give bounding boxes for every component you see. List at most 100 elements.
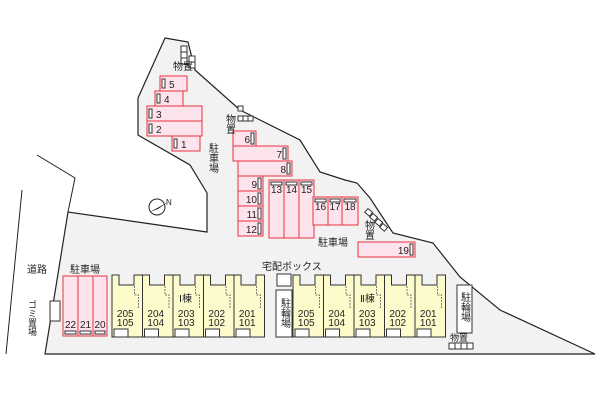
unit-number-upper: 201 bbox=[420, 309, 437, 320]
garbage-label: ゴミ置場 bbox=[26, 299, 37, 337]
parking-space-number: 7 bbox=[276, 150, 282, 161]
unit-number-upper: 202 bbox=[208, 309, 225, 320]
parking-space-number: 21 bbox=[80, 320, 92, 331]
bicycle-parking-2 bbox=[456, 284, 473, 334]
parking-space-11: 11 bbox=[237, 205, 264, 222]
parking-space-4: 4 bbox=[154, 90, 184, 107]
unit-number-upper: 205 bbox=[117, 309, 134, 320]
garbage-area bbox=[49, 300, 61, 322]
unit-number-lower: 104 bbox=[147, 318, 164, 329]
parking-space-1: 1 bbox=[171, 135, 201, 152]
storage-right: 物置 bbox=[363, 207, 389, 240]
unit-number-lower: 101 bbox=[420, 318, 437, 329]
parking-space-2: 2 bbox=[146, 120, 203, 137]
bicycle-parking-1 bbox=[275, 289, 293, 338]
parking-space-number: 22 bbox=[65, 320, 77, 331]
parking-space-20: 20 bbox=[92, 275, 108, 337]
unit-number-lower: 105 bbox=[117, 318, 134, 329]
parking-label: 駐車場 bbox=[318, 236, 348, 249]
parking-space-number: 2 bbox=[156, 125, 162, 136]
parking-space-18: 18 bbox=[341, 196, 359, 226]
parking-space-number: 4 bbox=[164, 95, 170, 106]
parking-label: 駐車場 bbox=[70, 263, 100, 276]
parking-space-number: 5 bbox=[169, 80, 175, 91]
unit-number-lower: 102 bbox=[208, 318, 225, 329]
parking-space-21: 21 bbox=[77, 275, 94, 337]
compass-north-icon: N bbox=[148, 198, 172, 216]
building-label: Ⅰ棟 bbox=[179, 292, 192, 305]
unit-number-lower: 105 bbox=[298, 318, 315, 329]
parking-space-number: 17 bbox=[329, 202, 341, 213]
road-edge bbox=[5, 189, 23, 355]
unit-number-lower: 104 bbox=[328, 318, 345, 329]
unit-number-upper: 205 bbox=[298, 309, 315, 320]
parking-space-14: 14 bbox=[283, 179, 300, 239]
parking-space-17: 17 bbox=[327, 196, 343, 226]
bicycle-parking-label: 駐輪場 bbox=[459, 291, 471, 323]
storage-bottom: 物置 bbox=[448, 332, 474, 350]
parking-space-22: 22 bbox=[62, 275, 79, 337]
parking-space-number: 19 bbox=[398, 246, 410, 257]
parking-space-19: 19 bbox=[357, 241, 416, 258]
parking-label: 駐車場 bbox=[207, 142, 219, 174]
road-label: 道路 bbox=[27, 263, 47, 276]
delivery-box-label: 宅配ボックス bbox=[262, 260, 322, 273]
parking-space-8: 8 bbox=[237, 160, 293, 177]
unit-number-upper: 203 bbox=[359, 309, 376, 320]
unit-number-upper: 202 bbox=[389, 309, 406, 320]
parking-space-number: 1 bbox=[181, 140, 187, 151]
unit-number-upper: 201 bbox=[239, 309, 256, 320]
storage-label: 物置 bbox=[450, 332, 468, 344]
parking-space-16: 16 bbox=[312, 196, 329, 226]
parking-space-number: 15 bbox=[301, 185, 313, 196]
parking-space-6: 6 bbox=[232, 130, 257, 147]
unit-number-lower: 103 bbox=[359, 318, 376, 329]
building-label: Ⅱ棟 bbox=[360, 292, 375, 305]
bicycle-parking-label: 駐輪場 bbox=[279, 297, 291, 329]
parking-space-number: 3 bbox=[156, 110, 162, 121]
parking-space-number: 9 bbox=[251, 180, 257, 191]
parking-space-7: 7 bbox=[232, 145, 289, 162]
storage-mid: 物置 bbox=[224, 105, 254, 134]
parking-space-10: 10 bbox=[237, 190, 264, 207]
parking-space-number: 11 bbox=[247, 210, 258, 221]
parking-space-9: 9 bbox=[237, 175, 264, 192]
parking-space-number: 13 bbox=[271, 185, 283, 196]
parking-space-3: 3 bbox=[146, 105, 203, 122]
unit-number-lower: 101 bbox=[239, 318, 256, 329]
storage-label: 物置 bbox=[173, 60, 193, 73]
parking-space-number: 14 bbox=[286, 185, 298, 196]
delivery-box bbox=[276, 273, 292, 287]
unit-number-upper: 203 bbox=[178, 309, 195, 320]
parking-space-number: 8 bbox=[280, 165, 286, 176]
parking-space-15: 15 bbox=[298, 179, 315, 239]
parking-space-12: 12 bbox=[237, 220, 264, 237]
unit-number-lower: 103 bbox=[178, 318, 195, 329]
parking-space-number: 12 bbox=[246, 225, 258, 236]
unit-number-upper: 204 bbox=[328, 309, 345, 320]
unit-number-upper: 204 bbox=[147, 309, 164, 320]
parking-space-5: 5 bbox=[159, 75, 188, 92]
parking-space-13: 13 bbox=[268, 179, 285, 239]
storage-top: 物置 bbox=[173, 45, 196, 73]
parking-space-number: 20 bbox=[94, 320, 106, 331]
unit-number-lower: 102 bbox=[389, 318, 406, 329]
compass-label: N bbox=[166, 198, 172, 207]
storage-label: 物置 bbox=[363, 219, 375, 240]
parking-space-number: 6 bbox=[244, 135, 250, 146]
storage-label: 物置 bbox=[224, 113, 236, 134]
road-edge bbox=[36, 154, 76, 213]
